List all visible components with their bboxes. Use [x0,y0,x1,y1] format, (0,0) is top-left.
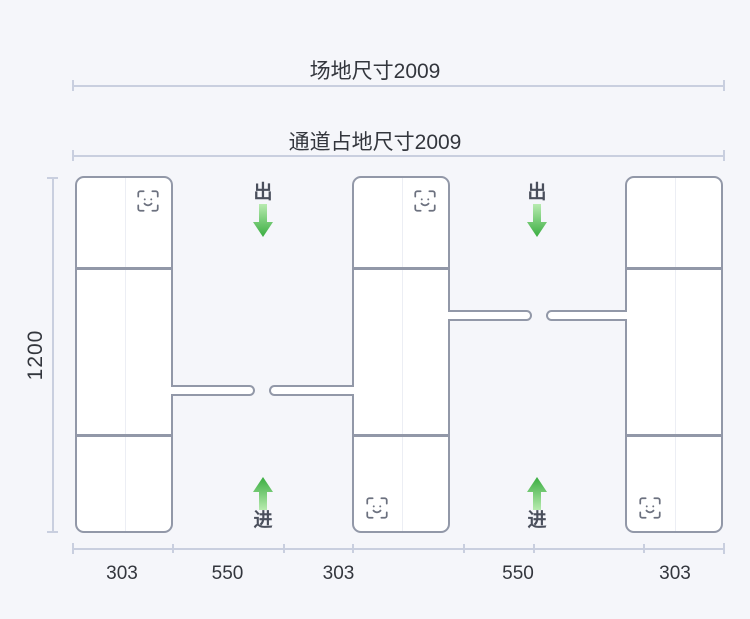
cabinet-middle[interactable] [352,176,450,533]
dimension-tick [533,544,535,553]
face-recognition-icon [137,190,159,212]
bottom-dimension-label-4: 550 [502,563,534,584]
cabinet-divider [352,267,450,270]
bottom-dimension-line [72,543,725,554]
bottom-dimension-label-3: 303 [322,563,355,584]
dimension-tick [463,544,465,553]
direction-label: 出 [253,182,273,203]
cabinet-divider [75,434,173,437]
direction-label: 出 [527,182,547,203]
direction-marker-entry-lane1: 进 [233,476,293,532]
cabinet-center-line [675,178,676,531]
site-dimension-label: 场地尺寸2009 [309,60,441,83]
dimension-tick [283,544,285,553]
dimension-cap-left [72,150,74,161]
arrow-down-icon [527,204,547,237]
dimension-cap-left [72,80,74,91]
cabinet-right[interactable] [625,176,723,533]
direction-label: 进 [253,510,273,531]
height-dimension-label: 1200 [24,329,47,381]
bottom-dimension-label-2: 550 [211,563,244,584]
arrow-up-icon [253,477,273,510]
direction-marker-exit-lane1: 出 [233,182,293,238]
direction-marker-exit-lane2: 出 [507,182,567,238]
bottom-dimension-label-1: 303 [106,563,138,584]
passage-dimension-line [72,150,725,161]
cabinet-center-line [402,178,403,531]
cabinet-divider [75,267,173,270]
site-dimension-line [72,80,725,91]
bottom-dimension-label-5: 303 [659,563,691,584]
face-recognition-icon [366,497,388,519]
cabinet-divider [352,434,450,437]
flap-arm-left[interactable] [171,385,255,396]
arrow-down-icon [253,204,273,237]
dimension-cap-bottom [47,531,58,533]
direction-label: 进 [527,510,547,531]
cabinet-center-line [125,178,126,531]
dimension-cap-right [723,80,725,91]
arrow-up-icon [527,477,547,510]
dimension-tick [172,544,174,553]
dimension-tick [352,544,354,553]
cabinet-left[interactable] [75,176,173,533]
face-recognition-icon [414,190,436,212]
dimension-cap-right [723,543,725,554]
face-recognition-icon [639,497,661,519]
dimension-tick [643,544,645,553]
dimension-cap-left [72,543,74,554]
flap-arm-left[interactable] [448,310,532,321]
passage-dimension-label: 通道占地尺寸2009 [288,131,462,154]
cabinet-divider [625,434,723,437]
flap-arm-right[interactable] [269,385,354,396]
height-dimension-line [47,177,58,533]
cabinet-divider [625,267,723,270]
flap-arm-right[interactable] [546,310,627,321]
direction-marker-entry-lane2: 进 [507,476,567,532]
dimension-cap-right [723,150,725,161]
dimension-cap-top [47,177,58,179]
